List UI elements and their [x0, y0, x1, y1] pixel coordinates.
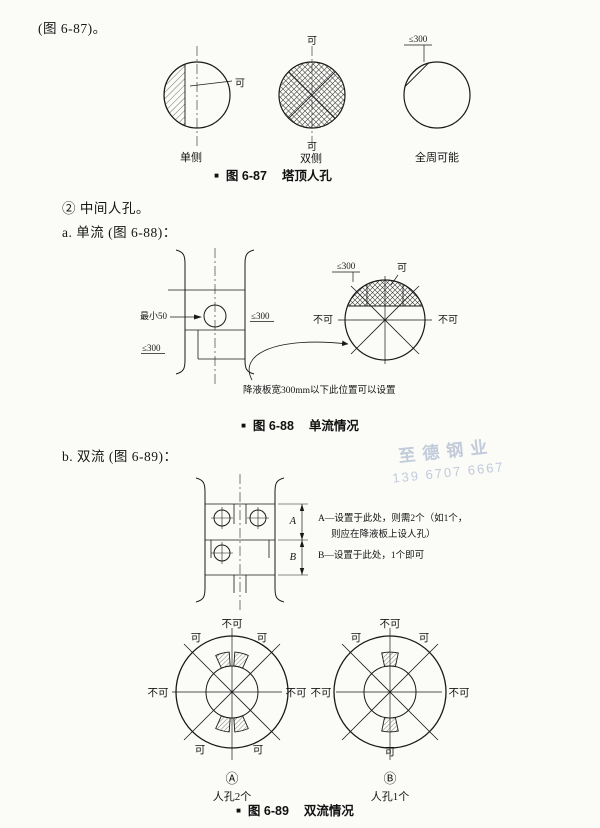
caption-title: 单流情况: [308, 419, 359, 433]
dim-a-label: A: [289, 516, 297, 527]
not-ok-left-label: 不可: [148, 688, 169, 699]
ok-top-right-label: 可: [257, 633, 268, 644]
dim-300-label: ≤300: [409, 34, 428, 44]
ok-label: 可: [235, 78, 245, 89]
circled-a-icon: Ⓐ: [225, 771, 238, 786]
circled-b-icon: Ⓑ: [383, 771, 396, 786]
dim-min50-label: 最小50: [140, 311, 168, 321]
caption-label: 图 6-89: [247, 804, 289, 818]
square-bullet-icon: ■: [241, 421, 246, 430]
dim-right-label: ≤300: [251, 311, 270, 321]
not-ok-left-label: 不可: [311, 688, 332, 699]
column-elevation: [195, 474, 285, 612]
manhole-circle: [203, 304, 227, 328]
not-ok-top-label: 不可: [380, 619, 401, 630]
ok-top-right-label: 可: [419, 633, 430, 644]
full-circumference-plan: ≤300 全周可能: [403, 34, 471, 164]
ok-bottom-right-label: 可: [253, 745, 264, 756]
note-a-line2: 则应在降液板上设人孔）: [331, 528, 436, 540]
dimension-min-50: 最小50: [140, 311, 202, 321]
note-annotation: 降液板宽300mm以下此位置可以设置: [243, 340, 396, 396]
item-b-heading: b. 双流 (图 6-89)：: [62, 449, 178, 464]
figure-6-89-caption: ■ 图 6-89 双流情况: [175, 800, 415, 819]
elevation-notes: A—设置于此处，则需2个（如1个， 则应在降液板上设人孔） B—设置于此处，1个…: [318, 512, 467, 561]
not-ok-right-label: 不可: [449, 688, 470, 699]
single-side-label: 单侧: [180, 151, 202, 164]
plan-a-two-manholes: 不可 可 可 不可 不可 可 可 Ⓐ 人孔2个: [148, 619, 307, 803]
figure-6-88-diagram: 最小50 ≤300 ≤300 ≤300 可 不可 不可: [140, 248, 458, 396]
plan-b-one-manhole: 不可 可 可 不可 不可 可 Ⓑ 人孔1个: [311, 619, 470, 803]
ok-bottom-label: 可: [385, 747, 396, 758]
dim-300-label: ≤300: [337, 261, 356, 271]
not-ok-left-label: 不可: [313, 315, 333, 326]
dim-b-label: B: [290, 552, 297, 563]
item-a-heading: a. 单流 (图 6-88)：: [62, 225, 177, 240]
figure-6-88-caption: ■ 图 6-88 单流情况: [180, 415, 420, 434]
double-side-plan: 可 可 双侧: [278, 36, 346, 165]
ok-bottom-label: 可: [307, 142, 317, 153]
not-ok-right-label: 不可: [438, 315, 458, 326]
plan-a-caption: 人孔2个: [213, 790, 252, 803]
not-ok-top-label: 不可: [222, 619, 243, 630]
single-flow-plan: ≤300 可 不可 不可: [313, 261, 458, 364]
not-ok-right-label: 不可: [286, 688, 307, 699]
intro-text: (图 6-87)。: [38, 21, 107, 36]
column-elevation: 最小50 ≤300 ≤300: [140, 248, 274, 385]
note-b-line: B—设置于此处，1个即可: [318, 549, 424, 561]
manhole-b-circle: [211, 542, 233, 564]
ok-label: 可: [397, 263, 407, 274]
caption-title: 塔顶人孔: [281, 169, 332, 183]
figure-6-87-diagram: 可 单侧 可 可 双侧 ≤300 全周可能: [163, 34, 471, 165]
section-heading: ② 中间人孔。: [62, 201, 150, 216]
note-a-line1: A—设置于此处，则需2个（如1个，: [318, 512, 467, 524]
caption-label: 图 6-87: [225, 169, 267, 183]
ok-bottom-left-label: 可: [195, 745, 206, 756]
single-side-plan: 可 单侧: [163, 46, 245, 164]
figure-6-87-caption: ■ 图 6-87 塔顶人孔: [133, 165, 413, 184]
figure-6-89-elevation: A B A—设置于此处，则需2个（如1个， 则应在降液板上设人孔） B—设置于此…: [195, 474, 467, 612]
figure-6-89-plans: 不可 可 可 不可 不可 可 可 Ⓐ 人孔2个 不可 可 可 不可 不可 可: [148, 619, 470, 803]
dim-left-label: ≤300: [142, 343, 161, 353]
ok-top-left-label: 可: [191, 633, 202, 644]
plan-b-caption: 人孔1个: [371, 790, 410, 803]
dimension-lines: A B: [278, 503, 308, 576]
full-circumference-label: 全周可能: [415, 150, 459, 164]
ok-top-left-label: 可: [351, 633, 362, 644]
ok-top-label: 可: [307, 36, 317, 47]
double-side-label: 双侧: [300, 152, 322, 165]
manhole-a-circles: [211, 507, 269, 529]
square-bullet-icon: ■: [214, 171, 219, 180]
caption-title: 双流情况: [303, 804, 354, 818]
caption-label: 图 6-88: [252, 419, 294, 433]
square-bullet-icon: ■: [236, 806, 241, 815]
note-text: 降液板宽300mm以下此位置可以设置: [243, 384, 396, 396]
